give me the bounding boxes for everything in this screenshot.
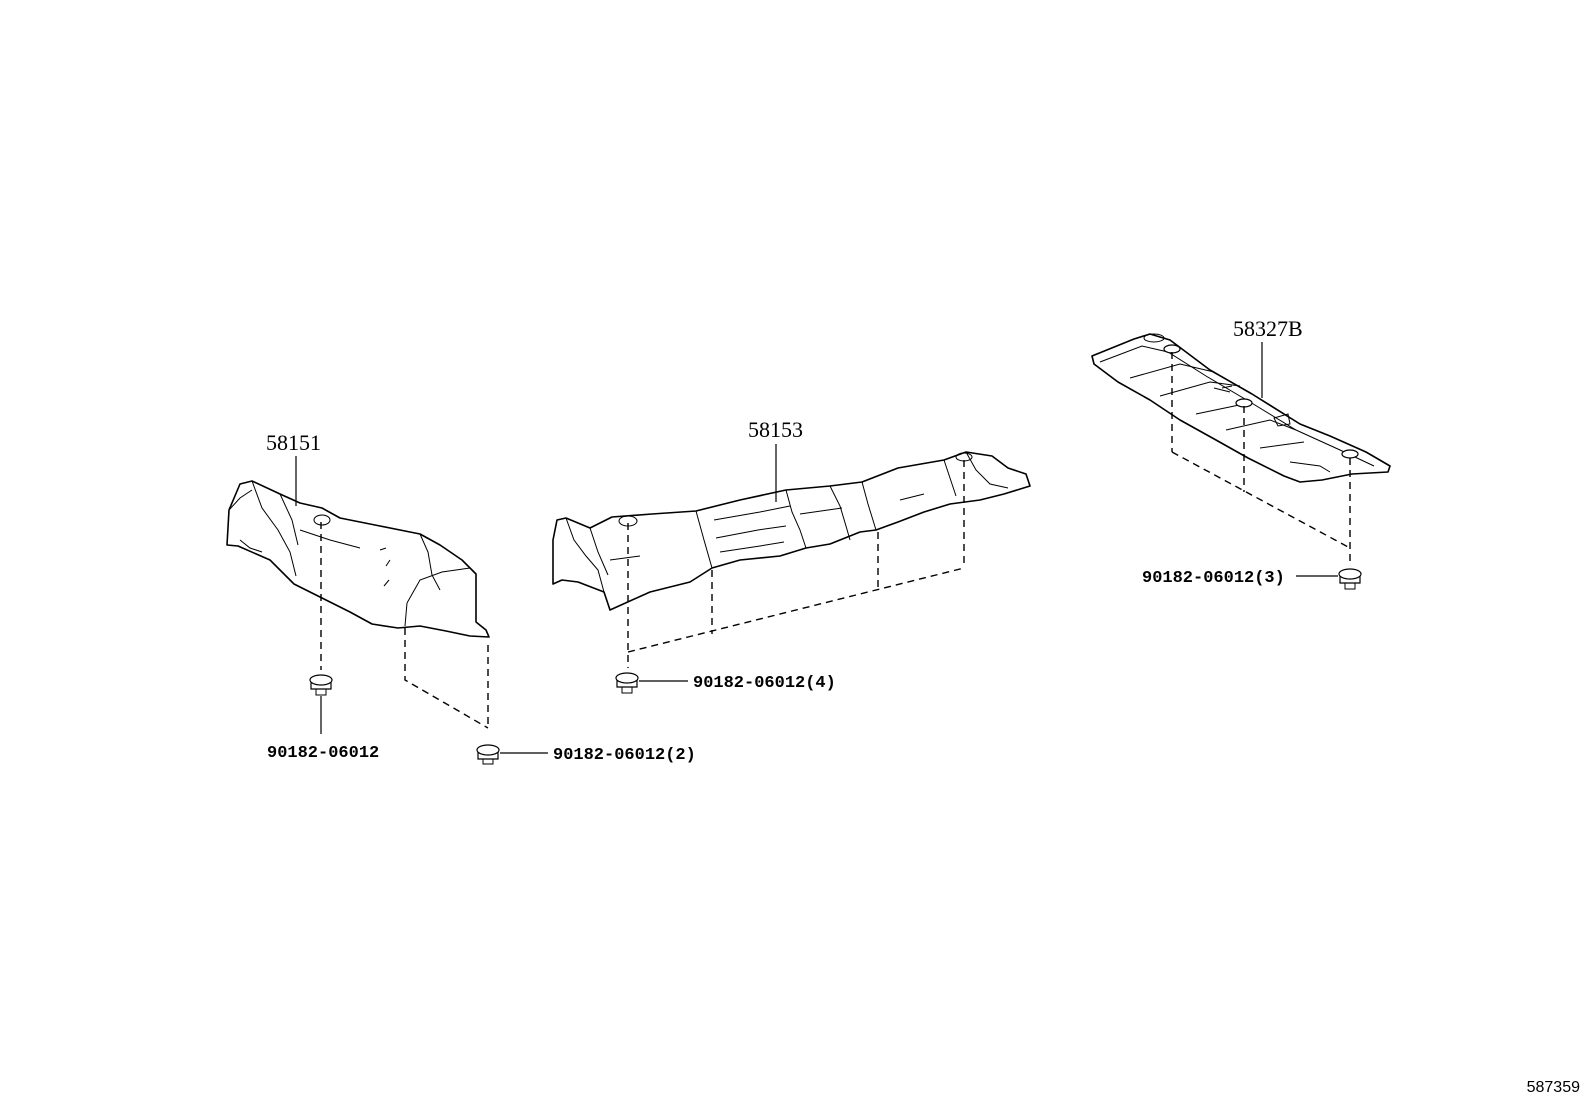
clip-icon[interactable] [476, 744, 500, 765]
part-label-58151[interactable]: 58151 [266, 430, 321, 455]
dash-line [627, 567, 965, 653]
fastener-label-2[interactable]: 90182-06012(2) [553, 746, 696, 765]
clip-icon[interactable] [1338, 568, 1362, 590]
clip-icon[interactable] [309, 674, 333, 696]
dash-line [404, 628, 489, 729]
cover-plate-58327B[interactable] [1091, 333, 1391, 483]
part-label-58327B[interactable]: 58327B [1233, 316, 1303, 341]
clip-icon[interactable] [615, 672, 639, 694]
dash-line [1171, 451, 1351, 549]
heat-insulator-58153[interactable] [552, 451, 1031, 611]
fastener-label-4[interactable]: 90182-06012(4) [693, 674, 836, 693]
fastener-label-1[interactable]: 90182-06012 [267, 744, 379, 763]
fastener-label-3[interactable]: 90182-06012(3) [1142, 569, 1285, 588]
part-label-58153[interactable]: 58153 [748, 417, 803, 442]
heat-insulator-58151[interactable] [226, 480, 490, 638]
diagram-code: 587359 [1527, 1079, 1580, 1096]
